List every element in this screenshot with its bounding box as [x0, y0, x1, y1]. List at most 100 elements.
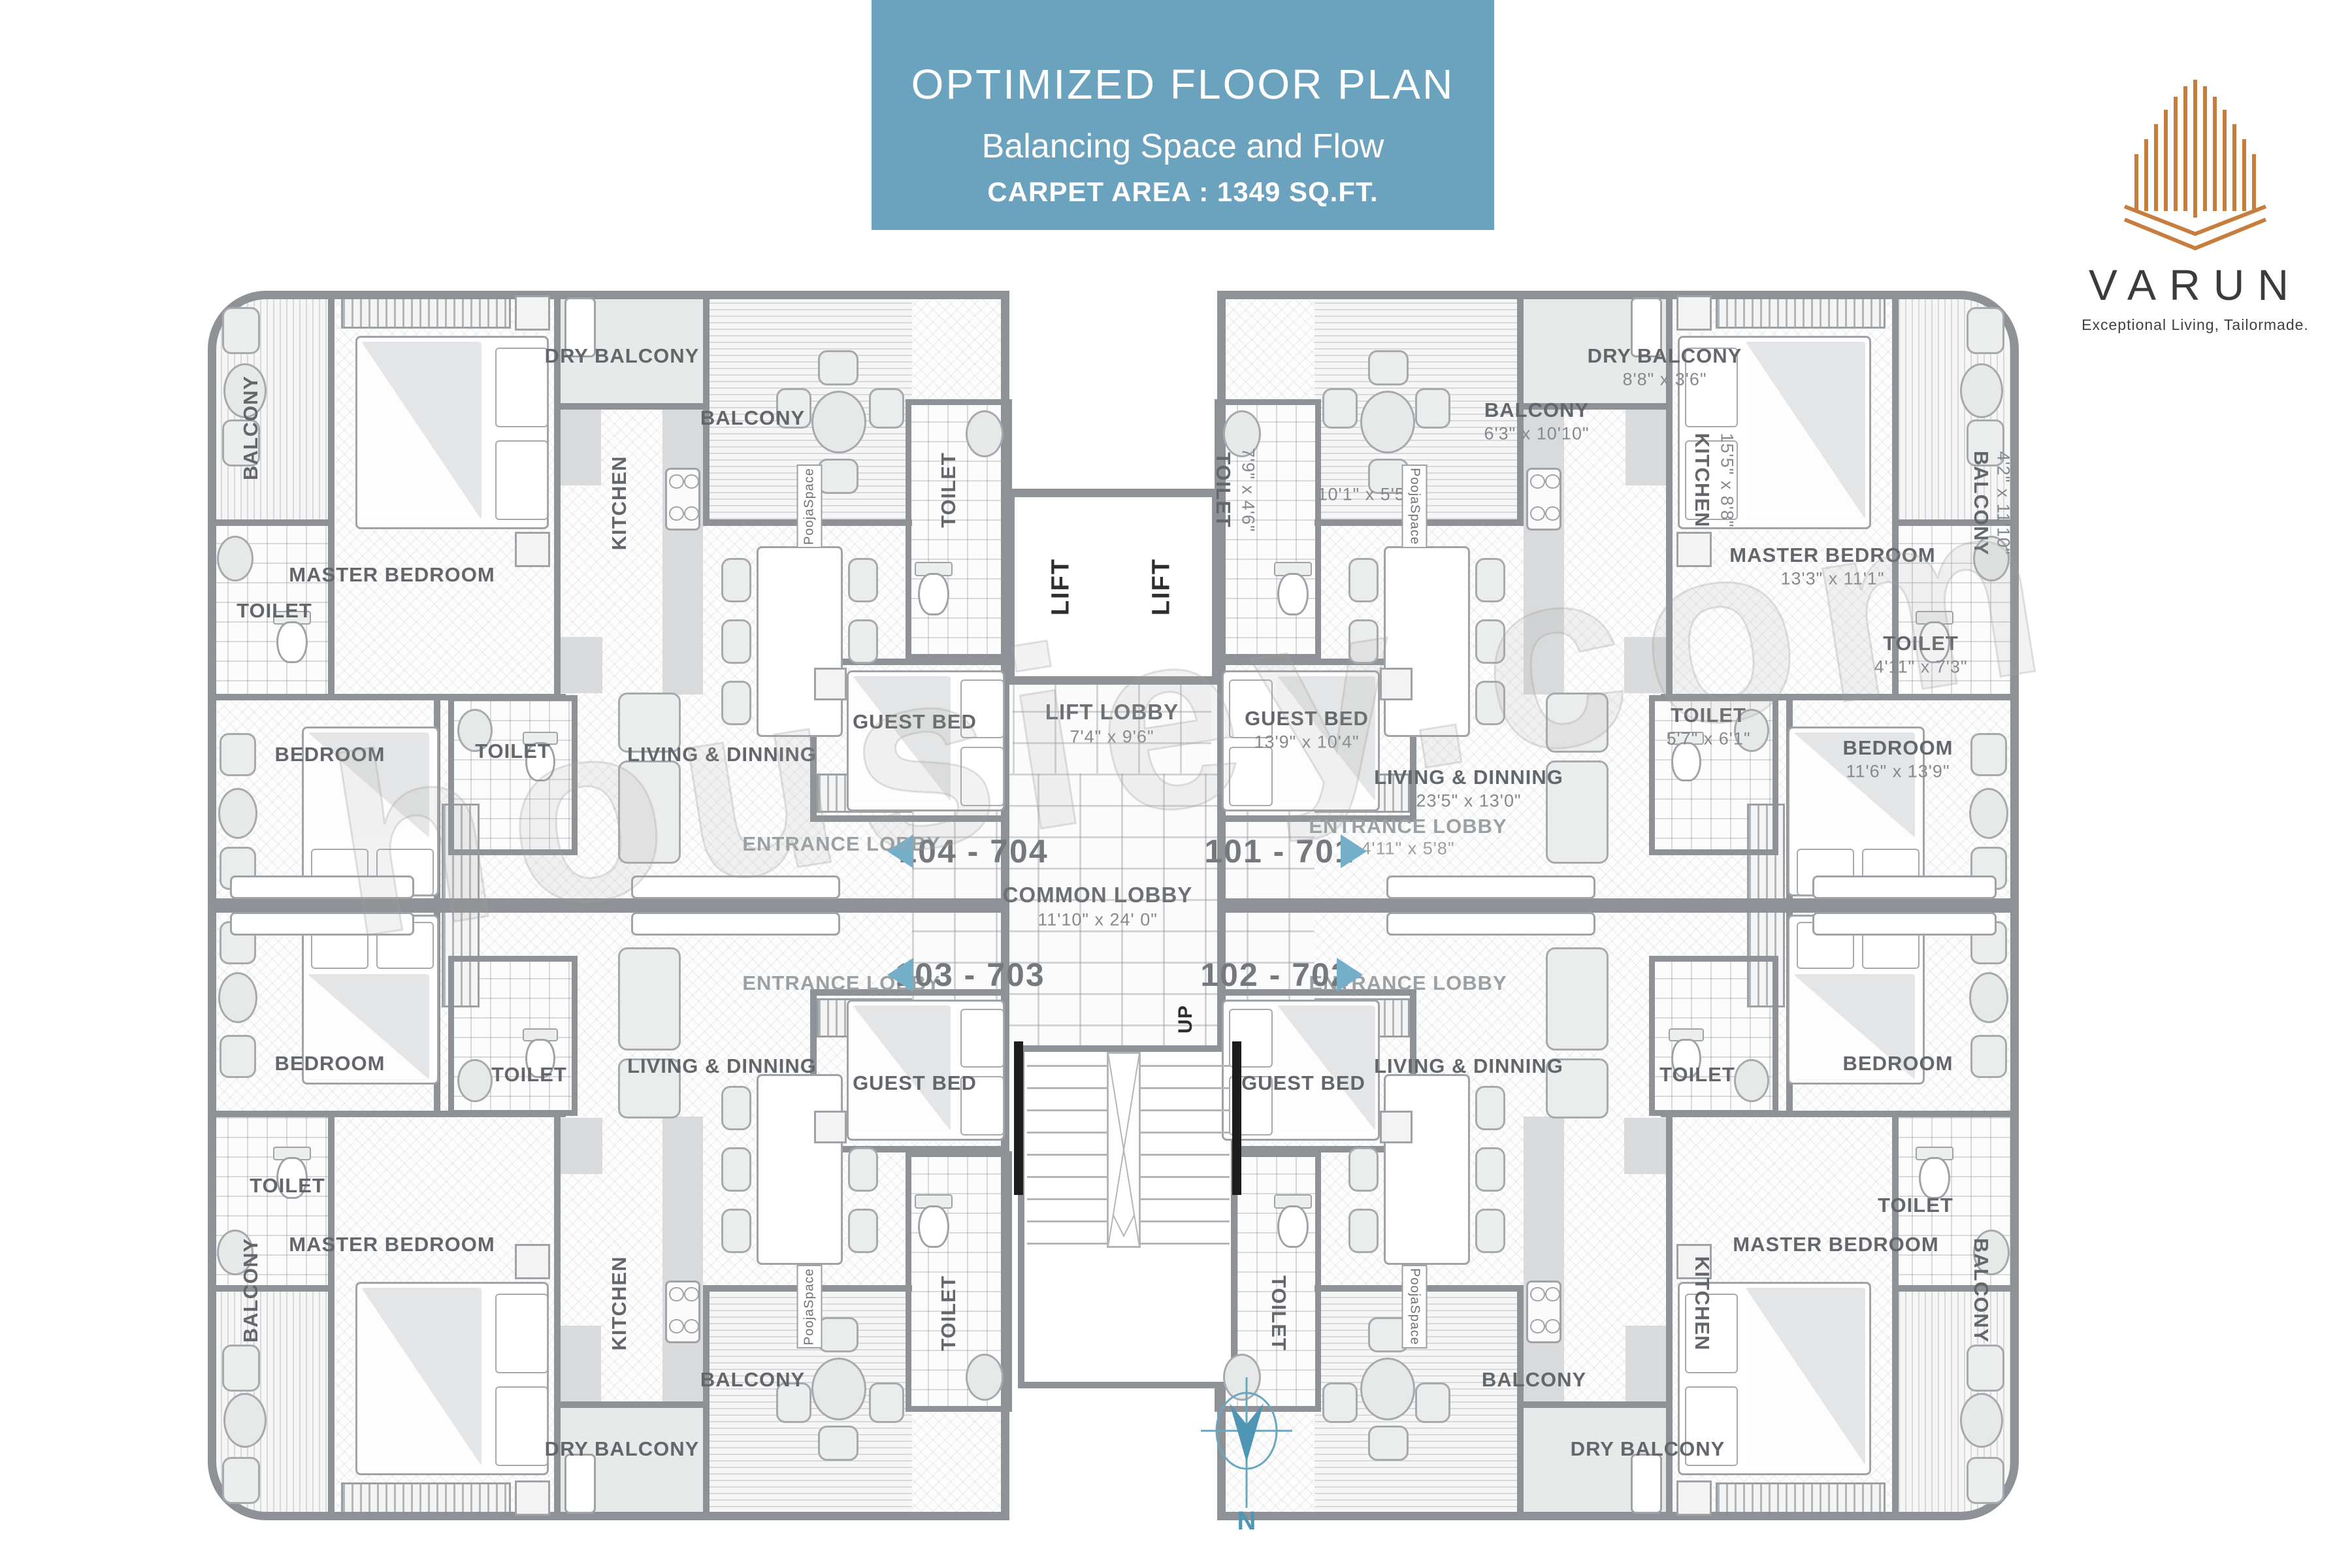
chair-icon: [1415, 388, 1450, 429]
bed-icon: [302, 915, 439, 1085]
sink-icon: [564, 1454, 596, 1514]
brand-logo: VARUN Exceptional Living, Tailormade.: [2065, 77, 2326, 338]
room-label-balcony: BALCONY: [1970, 450, 1993, 556]
room-label-toilet: TOILET: [1659, 1063, 1735, 1086]
dresser-icon: [1812, 912, 1997, 936]
guest-bed-icon: [1222, 1000, 1380, 1141]
balcony-table-icon: [223, 363, 267, 418]
kitchen-counter: [1625, 407, 1666, 485]
room-label-4-2-x-11-10-: 4'2" x 11'10": [1993, 451, 2014, 555]
room-label-master-bedroom: MASTER BEDROOM: [289, 1233, 495, 1256]
room-label-kitchen: KITCHEN: [608, 1256, 630, 1351]
wall: [1892, 1285, 2019, 1292]
stair-direction-icon: [1107, 1053, 1140, 1247]
unit-arrow-right-icon: [1341, 834, 1367, 868]
stove-icon: [665, 1281, 700, 1343]
chair-icon: [818, 1317, 858, 1352]
carpet-area-text: CARPET AREA : 1349 SQ.FT.: [987, 176, 1379, 207]
room-label-23-5-x-13-0-: 23'5" x 13'0": [1416, 791, 1522, 811]
stair-up-label: UP: [1175, 1005, 1196, 1034]
sink-icon: [1631, 1454, 1662, 1514]
chair-icon: [1322, 1382, 1358, 1423]
building-logo-icon: [2123, 80, 2267, 251]
dining-table-icon: [757, 546, 843, 737]
armchair-icon: [1546, 693, 1609, 753]
chair-icon: [220, 1035, 256, 1078]
wardrobe-hatch: [341, 293, 511, 329]
wall: [810, 989, 817, 1152]
dining-chair-icon: [1475, 619, 1505, 664]
bed-icon: [1788, 915, 1925, 1085]
nightstand-icon: [515, 532, 550, 567]
wall: [1410, 989, 1416, 1152]
room-label-toilet: TOILET: [1883, 632, 1959, 655]
page-title: OPTIMIZED FLOOR PLAN: [911, 61, 1455, 108]
room-label-toilet: TOILET: [1671, 704, 1746, 727]
chair-icon: [869, 1382, 904, 1423]
room-label-poojaspace: PoojaSpace: [796, 1265, 823, 1348]
dining-chair-icon: [1348, 1147, 1379, 1192]
round-table-icon: [1360, 1358, 1415, 1420]
washbasin-icon: [1734, 1059, 1769, 1102]
nightstand-icon: [515, 1480, 550, 1516]
armchair-icon: [1546, 1058, 1609, 1119]
chair-icon: [1970, 847, 2007, 890]
wall: [1892, 291, 1899, 700]
chair-icon: [1970, 1035, 2007, 1078]
wall: [1517, 403, 1673, 410]
stair-wall: [1014, 1041, 1023, 1195]
lounge-chair-icon: [1967, 419, 2004, 466]
wall: [1217, 659, 1416, 665]
kitchen-counter: [1624, 637, 1666, 693]
master-bed-icon: [355, 1282, 549, 1475]
dining-table-icon: [1384, 546, 1470, 737]
unit-marker-102-702: 102 - 702: [1200, 956, 1350, 993]
wall: [810, 989, 1009, 996]
dining-table-icon: [1384, 1074, 1470, 1265]
room-label-toilet: TOILET: [475, 740, 551, 762]
sofa-icon: [1546, 947, 1609, 1051]
wall: [208, 904, 1009, 910]
room-label-6-3-x-10-10-: 6'3" x 10'10": [1484, 423, 1590, 444]
dining-chair-icon: [721, 1147, 751, 1192]
wall: [554, 1401, 710, 1408]
toilet-wc-icon: [1916, 1147, 1953, 1200]
compass-north-label: N: [1237, 1507, 1256, 1535]
room-label-guest-bed: GUEST BED: [1245, 707, 1369, 730]
nightstand-icon: [1380, 1111, 1413, 1143]
toilet-wc-icon: [1916, 611, 1953, 664]
wall: [1410, 659, 1416, 822]
balcony-floor: [208, 291, 335, 523]
room-label-7-9-x-4-6-: 7'9" x 4'6": [1238, 448, 1258, 532]
side-table-icon: [218, 972, 257, 1023]
toilet-wc-icon: [1669, 1028, 1704, 1079]
room-label-dry-balcony: DRY BALCONY: [544, 1437, 700, 1460]
wall: [810, 659, 1009, 665]
nightstand-icon: [1676, 1480, 1712, 1516]
wall: [1661, 1111, 2019, 1117]
dresser-icon: [230, 875, 414, 899]
washbasin-icon: [1223, 410, 1261, 457]
unit-marker-104-704: 104 - 704: [898, 833, 1049, 870]
room-label-toilet: TOILET: [237, 599, 312, 622]
room-label-guest-bed: GUEST BED: [1241, 1071, 1365, 1094]
common-lobby-label: COMMON LOBBY: [1002, 883, 1193, 907]
room-label-toilet: TOILET: [491, 1063, 567, 1086]
toilet-wc-icon: [523, 732, 558, 783]
dining-chair-icon: [721, 619, 751, 664]
balcony-table-icon: [223, 1393, 267, 1448]
unit-arrow-right-icon: [1337, 958, 1363, 992]
dresser-icon: [1812, 875, 1997, 899]
washbasin-icon: [1223, 1354, 1261, 1401]
washbasin-icon: [966, 410, 1004, 457]
balcony-table-icon: [1960, 363, 2003, 418]
wall: [554, 291, 561, 700]
room-label-poojaspace: PoojaSpace: [796, 465, 823, 548]
room-label-dry-balcony: DRY BALCONY: [1570, 1437, 1725, 1460]
wall: [1661, 694, 2019, 700]
room-label-balcony: BALCONY: [1484, 399, 1590, 421]
room-label-bedroom: BEDROOM: [1842, 1052, 1953, 1075]
dining-chair-icon: [1475, 558, 1505, 602]
dining-chair-icon: [1475, 1209, 1505, 1253]
side-table-icon: [218, 788, 257, 839]
